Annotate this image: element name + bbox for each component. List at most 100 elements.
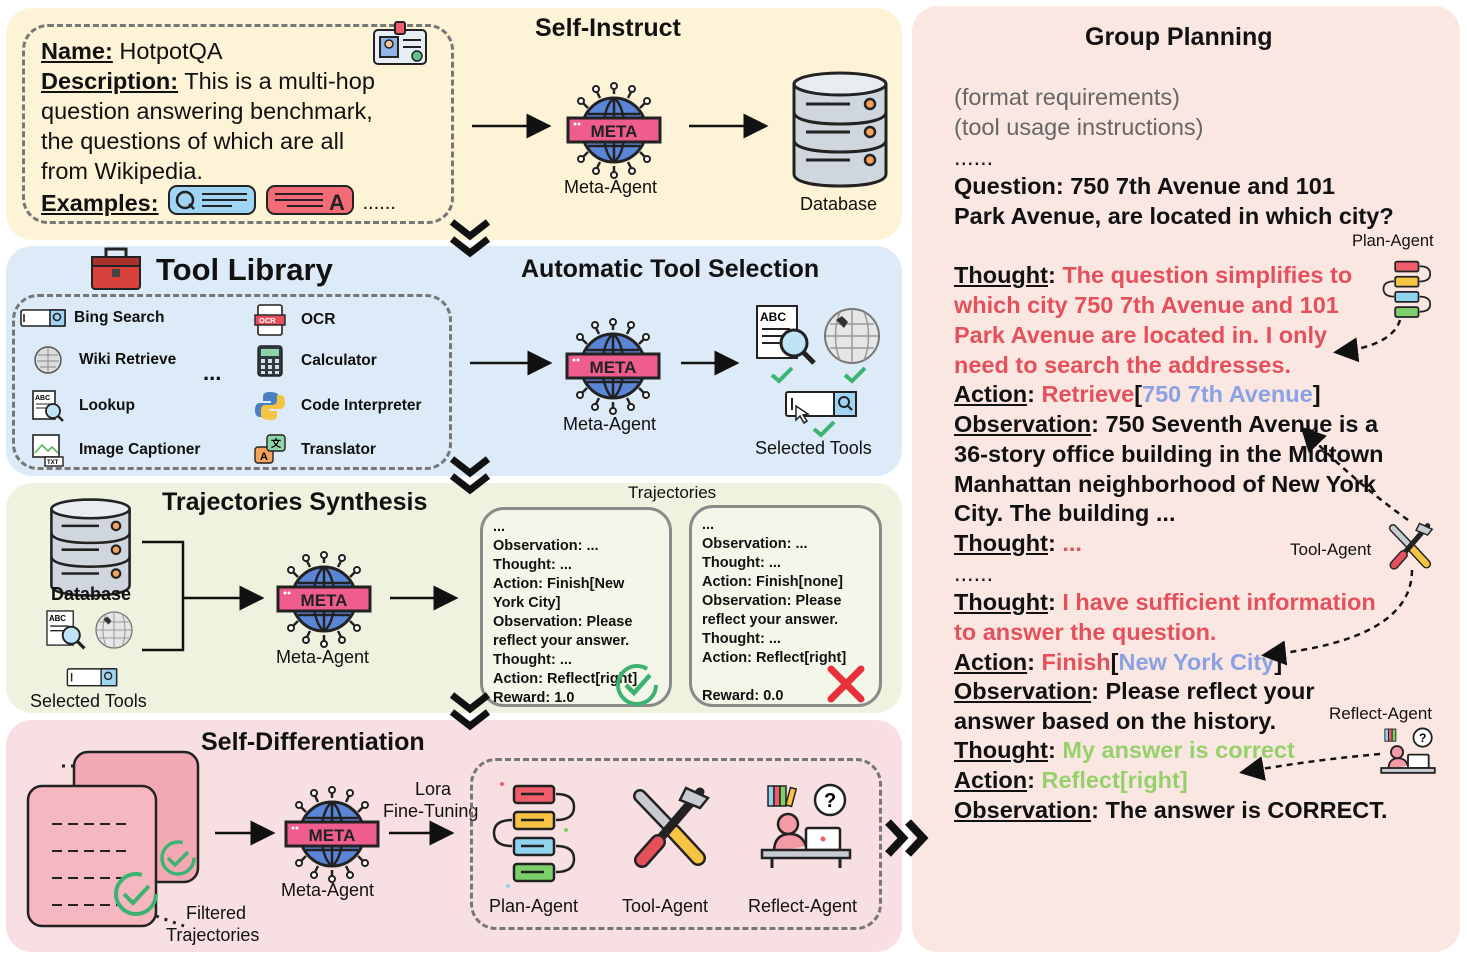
meta-agent-icon-2: META <box>565 318 661 419</box>
traj-line: York City] <box>493 595 561 611</box>
description-label: Description: <box>41 68 179 94</box>
python-icon <box>253 389 287 423</box>
tool-agent-tag: Tool-Agent <box>1290 540 1372 559</box>
ocr-scan-icon: OCR <box>253 303 287 337</box>
filtered-trajectories-icon <box>26 748 203 933</box>
wiki-icon-small <box>94 610 134 655</box>
meta-agent-label-3: Meta-Agent <box>276 647 370 667</box>
id-card-icon <box>372 20 428 66</box>
meta-agent-icon-3: META <box>276 551 372 652</box>
traj-line: Observation: Please <box>493 614 633 630</box>
observation-1: Observation: 750 Seventh Avenue is a <box>954 411 1378 438</box>
observation-label: Observation <box>954 411 1092 437</box>
svg-text:TXT: TXT <box>47 460 59 466</box>
check-icon-1 <box>770 366 794 389</box>
action-text: Reflect[right] <box>1041 767 1188 793</box>
traj-line: Action: Reflect[right] <box>702 650 847 666</box>
self-instruct-title: Self-Instruct <box>535 14 681 42</box>
database-icon-2 <box>48 497 133 602</box>
trajectories-label: Trajectories <box>628 483 717 502</box>
svg-text:META: META <box>591 122 638 141</box>
name-value: HotpotQA <box>112 38 223 64</box>
observation-3: Observation: The answer is CORRECT. <box>954 797 1388 824</box>
database-label-2: Database <box>51 584 132 604</box>
database-icon <box>792 71 888 188</box>
traj-line: Thought: ... <box>493 652 572 668</box>
colon: : <box>1091 797 1106 823</box>
svg-text:ABC: ABC <box>760 310 786 324</box>
observation-1-line-4: City. The building ... <box>954 500 1176 526</box>
action-arg: 750 7th Avenue <box>1142 381 1313 407</box>
svg-text:META: META <box>301 591 348 610</box>
observation-text: The answer is CORRECT. <box>1105 797 1388 823</box>
meta-agent-globe-icon: META <box>565 318 661 415</box>
traj-line: Action: Finish[New <box>493 576 625 592</box>
tool-name: Bing Search <box>74 309 165 326</box>
observation-text: Please reflect your <box>1105 678 1315 704</box>
traj-line: ... <box>493 519 506 535</box>
question-example-icon <box>167 184 257 222</box>
thought-3-line-2: to answer the question. <box>954 619 1217 645</box>
meta-agent-label-1: Meta-Agent <box>564 177 658 197</box>
reflect-agent-label: Reflect-Agent <box>748 896 858 916</box>
format-requirements: (format requirements) <box>954 84 1180 110</box>
observation-text: 750 Seventh Avenue is a <box>1105 411 1379 437</box>
thought-label: Thought <box>954 737 1048 763</box>
thought-label: Thought <box>954 589 1048 615</box>
traj-line: Action: Finish[none] <box>702 574 843 590</box>
selected-lookup-icon: ABC <box>754 303 818 372</box>
traj-line: Observation: ... <box>702 536 808 552</box>
traj-line: reflect your answer. <box>702 612 839 628</box>
toolbox-icon <box>90 247 142 296</box>
task-description-text: Name: HotpotQA Description: This is a mu… <box>41 36 375 186</box>
tool-agent-small-icon <box>1386 520 1438 577</box>
tool-name: OCR <box>301 311 336 328</box>
colon: : <box>1027 649 1042 675</box>
plan-agent-tag: Plan-Agent <box>1352 232 1434 250</box>
thought-4: Thought: My answer is correct <box>954 737 1295 764</box>
trajectories-synthesis-title: Trajectories Synthesis <box>162 488 428 516</box>
tool-agent-icon <box>628 784 718 875</box>
document-magnifier-icon: ABC <box>31 389 65 423</box>
thought-label: Thought <box>954 262 1048 288</box>
calculator-icon <box>253 344 287 378</box>
observation-2-line-2: answer based on the history. <box>954 708 1277 734</box>
action-3: Action: Reflect[right] <box>954 767 1188 794</box>
colon: : <box>1047 589 1063 615</box>
examples-row: Examples: A ...... <box>41 184 396 222</box>
tool-name: Image Captioner <box>79 441 201 458</box>
thought-label: Thought <box>954 530 1048 556</box>
action-1: Action: Retrieve[750 7th Avenue] <box>954 381 1321 408</box>
svg-text:OCR: OCR <box>259 316 276 325</box>
thought-text: The question simplifies to <box>1062 262 1353 288</box>
group-planning-title: Group Planning <box>1085 23 1273 51</box>
plan-agent-icon <box>488 778 584 893</box>
thought-1-line-3: Park Avenue are located in. I only <box>954 322 1328 348</box>
traj-line: Thought: ... <box>493 557 572 573</box>
action-fn: Finish <box>1041 649 1111 675</box>
check-icon-3 <box>812 420 836 443</box>
traj-line: Thought: ... <box>702 555 781 571</box>
automatic-tool-selection-title: Automatic Tool Selection <box>521 255 820 283</box>
dots-2: ...... <box>954 560 994 586</box>
dots-1: ...... <box>954 144 994 170</box>
traj-line: reflect your answer. <box>493 633 630 649</box>
action-2: Action: Finish[New York City] <box>954 649 1282 676</box>
bracket: [ <box>1110 649 1119 675</box>
tool-name: Translator <box>301 441 376 458</box>
check-icon-2 <box>843 366 867 389</box>
thought-1-line-2: which city 750 7th Avenue and 101 <box>954 292 1339 318</box>
bracket: ] <box>1312 381 1321 407</box>
task-description-box <box>22 24 454 224</box>
meta-agent-globe-icon: META <box>284 786 380 883</box>
colon: : <box>1047 262 1063 288</box>
tool-name: Calculator <box>301 352 377 369</box>
thought-text: ... <box>1062 530 1082 556</box>
question-line-2: Park Avenue, are located in which city? <box>954 203 1394 229</box>
action-arg: New York City <box>1118 649 1275 675</box>
reflect-agent-small-icon: ? <box>1380 726 1436 787</box>
wikipedia-globe-icon <box>31 343 65 377</box>
database-label-1: Database <box>800 194 878 214</box>
examples-label: Examples: <box>41 189 159 216</box>
